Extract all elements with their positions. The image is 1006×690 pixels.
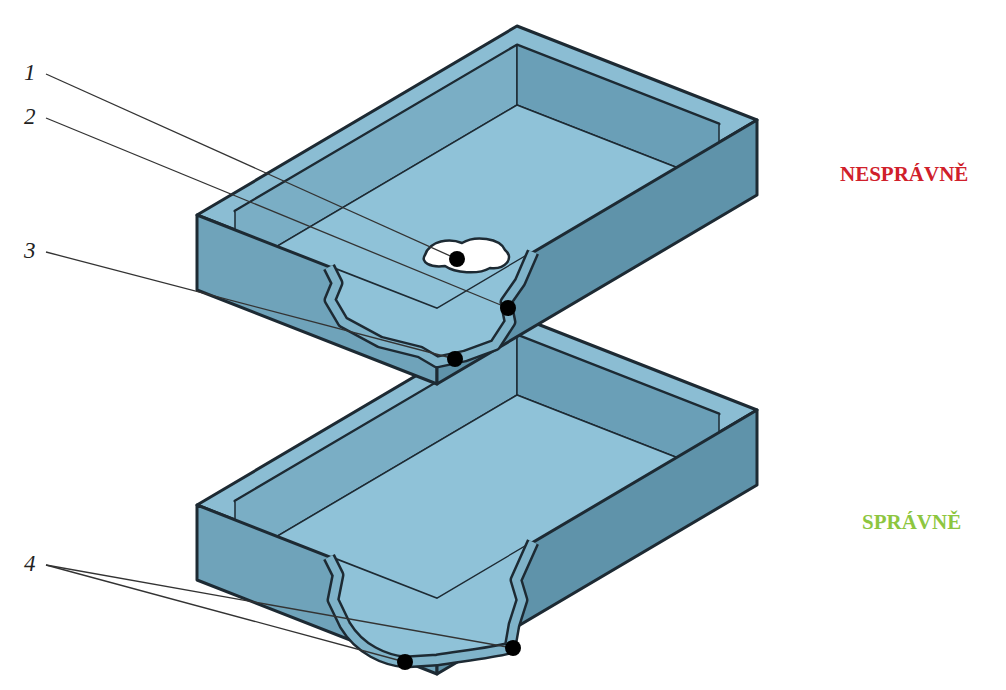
callout-number: 4	[24, 551, 36, 577]
casting-hole	[424, 239, 509, 273]
wall-section	[329, 542, 533, 662]
wall-section	[329, 542, 533, 662]
callout-dot	[397, 654, 413, 670]
leader-line	[46, 565, 513, 648]
cutaway	[329, 252, 533, 362]
callout-number: 1	[24, 60, 36, 86]
leader-line	[46, 252, 455, 359]
wall-section	[329, 252, 533, 362]
wall-section	[329, 252, 533, 362]
leader-lines	[46, 74, 513, 662]
verdict-label: NESPRÁVNĚ	[840, 162, 968, 187]
verdict-label: SPRÁVNĚ	[862, 510, 961, 535]
callout-dot	[505, 640, 521, 656]
leader-line	[46, 74, 457, 259]
callout-dot	[447, 351, 463, 367]
cutaway	[329, 542, 533, 662]
correct-box	[197, 316, 757, 674]
callout-dots	[397, 251, 521, 670]
incorrect-box	[197, 26, 757, 384]
callout-number: 3	[24, 238, 36, 264]
callout-dot	[449, 251, 465, 267]
callout-number: 2	[24, 104, 36, 130]
callout-dot	[500, 300, 516, 316]
leader-line	[46, 565, 405, 662]
leader-line	[46, 118, 508, 308]
